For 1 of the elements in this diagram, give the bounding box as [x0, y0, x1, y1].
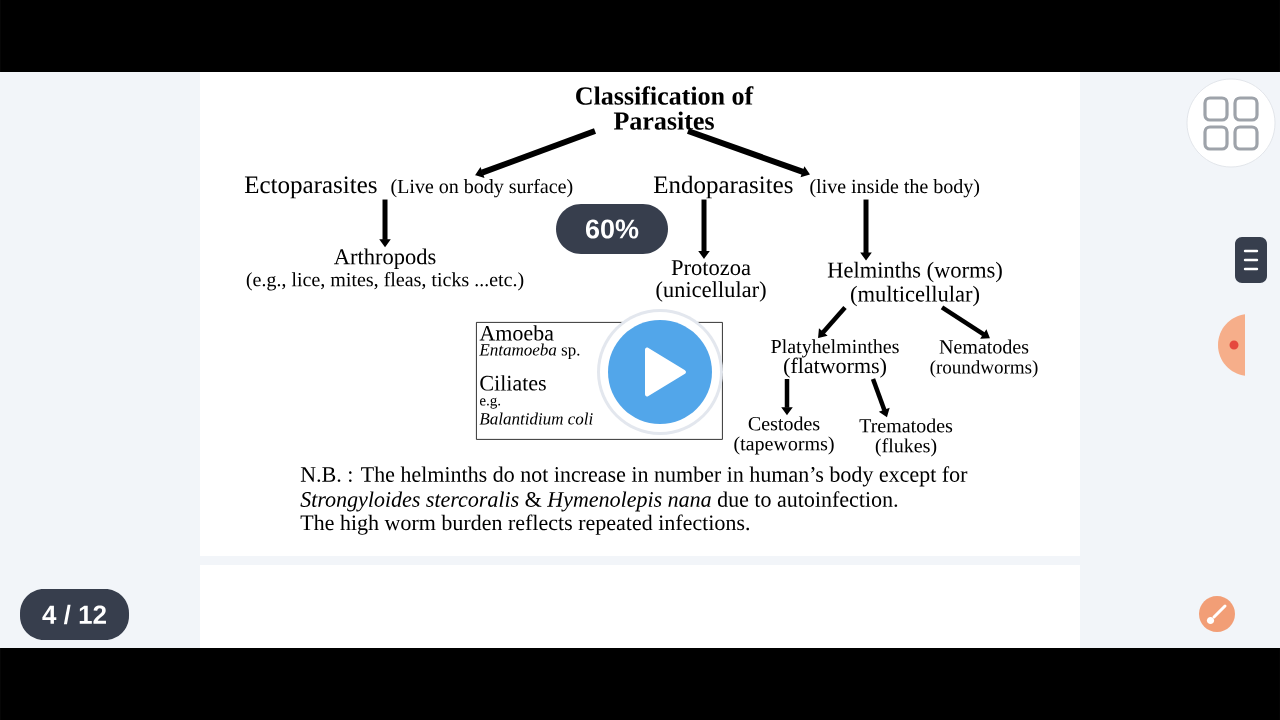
- page-counter: 4 / 12: [20, 589, 129, 640]
